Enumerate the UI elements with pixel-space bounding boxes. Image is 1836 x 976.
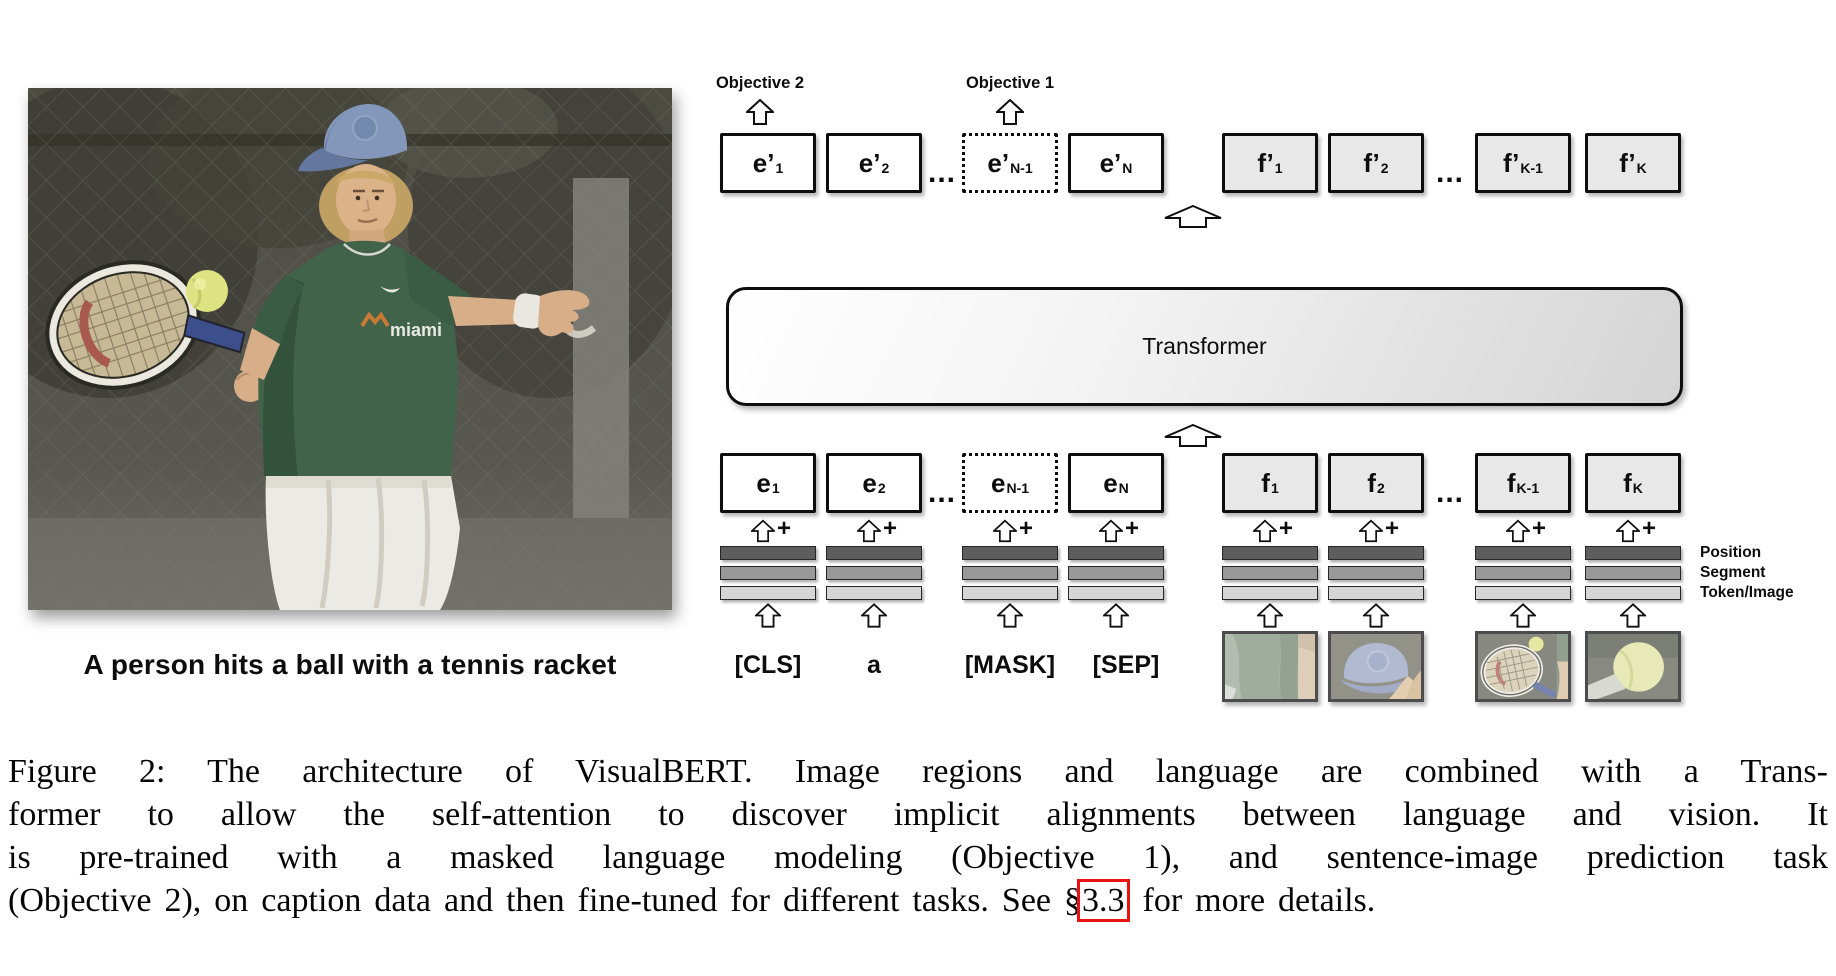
token-embedding-bar: [720, 586, 816, 600]
sum-arrow-col3: +: [993, 517, 1033, 545]
ellipsis-bottom-image-text: ...: [1435, 476, 1464, 509]
position-embedding-bar: [1475, 546, 1571, 560]
position-embedding-bar: [720, 546, 816, 560]
ellipsis-top-text: ...: [927, 156, 956, 189]
tennis-photo: miami: [28, 88, 672, 610]
position-embedding-bar: [1328, 546, 1424, 560]
position-embedding-bar: [826, 546, 922, 560]
photo-caption: A person hits a ball with a tennis racke…: [83, 649, 617, 680]
image-patch-ball: [1585, 631, 1681, 702]
sum-arrow-col5: +: [1253, 517, 1293, 545]
input-arrow-col7-icon: [1510, 603, 1536, 633]
position-label: Position: [1700, 544, 1762, 561]
ellipsis-bottom-text: ...: [927, 476, 956, 509]
open-hand: [538, 290, 590, 337]
token-mask: [MASK]: [964, 651, 1056, 679]
sum-arrow-col8: +: [1616, 517, 1656, 545]
input-arrow-col3-icon: [997, 603, 1023, 633]
token-cls: [CLS]: [734, 651, 802, 679]
input-arrow-col4-icon: [1103, 603, 1129, 633]
objective-1-label: Objective 1: [965, 74, 1055, 92]
ellipsis-top-image-text: ...: [1435, 156, 1464, 189]
input-arrow-col8-icon: [1620, 603, 1646, 633]
output-box-eN-1-masked: e’N-1: [962, 133, 1058, 193]
tennis-photo-illustration: miami: [28, 88, 672, 610]
segment-label: Segment: [1700, 564, 1766, 581]
output-box-f1: f’1: [1222, 133, 1318, 193]
transformer-block: Transformer: [726, 287, 1683, 406]
sum-arrow-col6: +: [1359, 517, 1399, 545]
white-shorts: [265, 476, 460, 610]
token-embedding-bar: [962, 586, 1058, 600]
objective-1-arrow-up-icon: [996, 99, 1024, 130]
tennis-racket: [45, 260, 246, 390]
segment-embedding-bar: [1475, 566, 1571, 580]
output-box-e1: e’1: [720, 133, 816, 193]
figure-caption-line3: is pre-trained with a masked language mo…: [8, 839, 1828, 876]
figure-caption-line1: Figure 2: The architecture of VisualBERT…: [8, 753, 1828, 790]
transformer-output-arrow-icon: [1164, 205, 1222, 233]
segment-embedding-bar: [720, 566, 816, 580]
figure-caption-line2: former to allow the self-attention to di…: [8, 796, 1828, 833]
position-embedding-bar: [1222, 546, 1318, 560]
output-box-eN: e’N: [1068, 133, 1164, 193]
figure-caption-line4: (Objective 2), on caption data and then …: [8, 879, 1828, 922]
segment-embedding-bar: [1328, 566, 1424, 580]
input-arrow-col1-icon: [755, 603, 781, 633]
output-box-fK: f’K: [1585, 133, 1681, 193]
objective-2-label: Objective 2: [715, 74, 805, 92]
transformer-input-arrow-icon: [1164, 424, 1222, 452]
token-image-label: Token/Image: [1700, 584, 1794, 601]
section-ref-link[interactable]: 3.3: [1077, 879, 1130, 922]
image-embedding-bar: [1328, 586, 1424, 600]
output-box-fK-1: f’K-1: [1475, 133, 1571, 193]
shirt-logo: miami: [360, 311, 442, 340]
token-embedding-bar: [826, 586, 922, 600]
image-embedding-bar: [1222, 586, 1318, 600]
segment-embedding-bar: [1068, 566, 1164, 580]
sum-arrow-col4: +: [1099, 517, 1139, 545]
position-embedding-bar: [962, 546, 1058, 560]
segment-embedding-bar: [1222, 566, 1318, 580]
position-embedding-bar: [1068, 546, 1164, 560]
position-embedding-bar: [1585, 546, 1681, 560]
gripping-hand: [234, 370, 266, 402]
input-arrow-col6-icon: [1363, 603, 1389, 633]
sum-arrow-col1: +: [751, 517, 791, 545]
white-wristband: [513, 293, 545, 329]
segment-embedding-bar: [962, 566, 1058, 580]
image-patch-cap: [1328, 631, 1424, 702]
image-embedding-bar: [1475, 586, 1571, 600]
input-arrow-col2-icon: [861, 603, 887, 633]
output-box-f2: f’2: [1328, 133, 1424, 193]
green-shirt: [258, 240, 458, 476]
token-a: a: [867, 651, 881, 679]
token-embedding-bar: [1068, 586, 1164, 600]
sum-arrow-col7: +: [1506, 517, 1546, 545]
image-embedding-bar: [1585, 586, 1681, 600]
segment-embedding-bar: [1585, 566, 1681, 580]
segment-embedding-bar: [826, 566, 922, 580]
image-patch-racket: [1475, 631, 1571, 702]
svg-text:miami: miami: [390, 320, 442, 340]
figure-caption: Figure 2: The architecture of VisualBERT…: [8, 750, 1828, 922]
token-sep: [SEP]: [1092, 651, 1160, 679]
tennis-ball: [186, 270, 228, 312]
image-patch-shirt: [1222, 631, 1318, 702]
objective-2-arrow-up-icon: [746, 99, 774, 130]
output-box-e2: e’2: [826, 133, 922, 193]
input-arrow-col5-icon: [1257, 603, 1283, 633]
sum-arrow-col2: +: [857, 517, 897, 545]
tennis-player-figure: miami: [240, 104, 590, 610]
